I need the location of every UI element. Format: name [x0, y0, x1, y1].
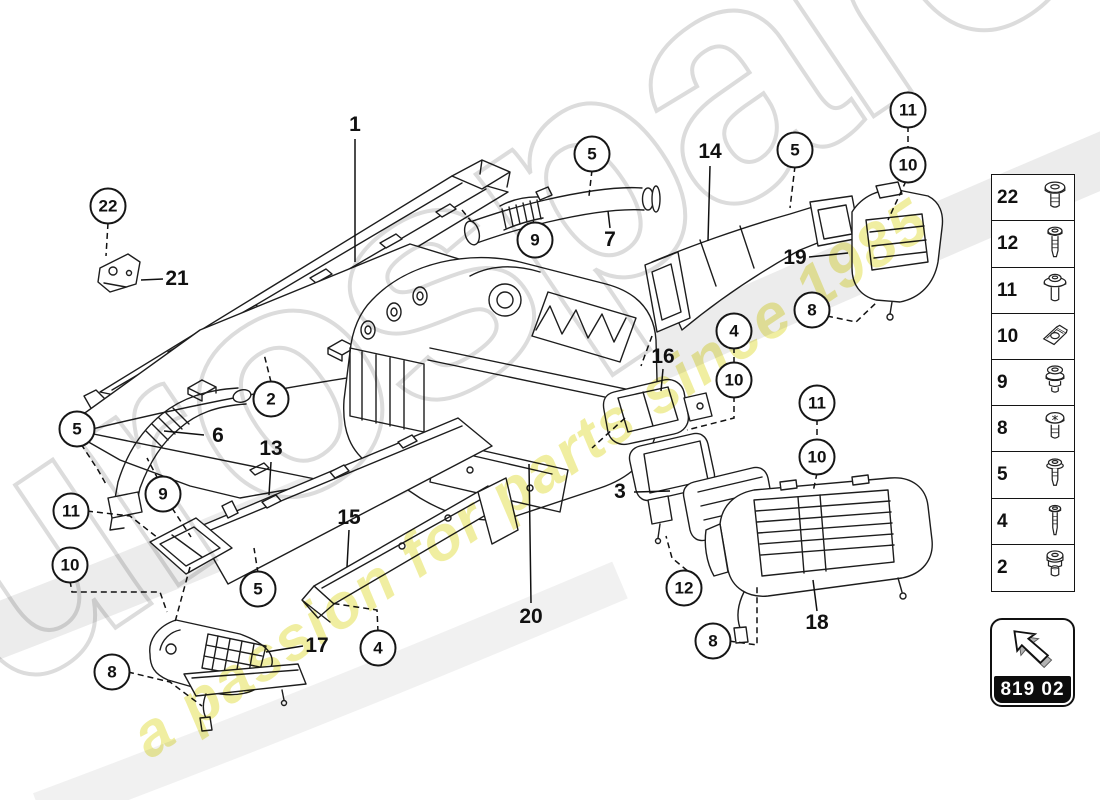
part-label-18: 18 — [805, 611, 829, 634]
legend-row-12: 12 — [991, 220, 1075, 269]
direction-arrow-icon — [992, 622, 1073, 674]
callout-circle-10: 10 — [51, 546, 89, 584]
legend-row-22: 22 — [991, 174, 1075, 223]
legend-part-number: 12 — [997, 233, 1019, 255]
left-corrugated-duct-part-6 — [107, 387, 252, 531]
callout-circle-10: 10 — [798, 438, 836, 476]
callout-circle-9: 9 — [516, 221, 554, 259]
part-label-3: 3 — [614, 480, 626, 503]
lower-left-vent-part-17 — [149, 619, 307, 732]
callout-circle-10: 10 — [889, 146, 927, 184]
flange-screw-icon — [1041, 456, 1069, 494]
callout-circle-22: 22 — [89, 187, 127, 225]
right-vent-housing-part — [851, 181, 944, 321]
clip-nut-icon — [1041, 318, 1069, 356]
side-air-channel-part — [644, 195, 861, 333]
callout-circle-5: 5 — [58, 410, 96, 448]
legend-row-5: 5 — [991, 451, 1075, 500]
callout-circle-8: 8 — [93, 653, 131, 691]
legend-row-10: 10 — [991, 312, 1075, 361]
legend-part-number: 2 — [997, 556, 1008, 578]
part-label-20: 20 — [519, 605, 543, 628]
center-vent-part-16 — [602, 378, 713, 446]
part-label-7: 7 — [604, 228, 616, 251]
part-label-21: 21 — [165, 267, 189, 290]
legend-part-number: 22 — [997, 187, 1019, 209]
washer-screw-icon — [1041, 272, 1069, 310]
defroster-hose-part — [463, 185, 661, 246]
sleeve-screw-icon — [1041, 549, 1069, 587]
callout-circle-11: 11 — [889, 91, 927, 129]
callout-circle-4: 4 — [359, 629, 397, 667]
lower-right-vent-part-18 — [704, 474, 933, 644]
callout-circle-9: 9 — [144, 475, 182, 513]
callout-circle-2: 2 — [252, 380, 290, 418]
callout-circle-12: 12 — [665, 569, 703, 607]
hardware-legend: 22 12 11 10 9 8 5 — [991, 174, 1075, 592]
diagram-code-label: 819 02 — [994, 676, 1071, 703]
callout-circle-11: 11 — [52, 492, 90, 530]
legend-part-number: 11 — [997, 279, 1018, 301]
leader-lines — [69, 126, 909, 707]
part-label-13: 13 — [259, 437, 283, 460]
callout-circle-4: 4 — [715, 312, 753, 350]
part-label-15: 15 — [337, 506, 361, 529]
callout-circle-10: 10 — [715, 361, 753, 399]
part-label-1: 1 — [349, 113, 361, 136]
part-label-19: 19 — [783, 246, 807, 269]
legend-row-11: 11 — [991, 266, 1075, 315]
callout-circle-11: 11 — [798, 384, 836, 422]
lower-left-duct-part-13 — [149, 417, 493, 585]
callout-circle-8: 8 — [694, 622, 732, 660]
legend-part-number: 10 — [997, 325, 1019, 347]
legend-row-2: 2 — [991, 543, 1075, 592]
diagram-code-box: 819 02 — [990, 618, 1075, 707]
legend-row-8: 8 — [991, 405, 1075, 454]
grommet-screw-icon — [1041, 364, 1069, 402]
part-label-6: 6 — [212, 424, 224, 447]
legend-row-4: 4 — [991, 497, 1075, 546]
legend-part-number: 5 — [997, 464, 1008, 486]
callout-circle-5: 5 — [239, 570, 277, 608]
pan-head-screw-icon — [1041, 179, 1069, 217]
callout-circle-5: 5 — [573, 135, 611, 173]
thin-screw-icon — [1041, 503, 1069, 541]
bracket-part-21 — [97, 253, 141, 293]
torx-screw-icon — [1041, 410, 1069, 448]
legend-part-number: 4 — [997, 510, 1008, 532]
legend-part-number: 9 — [997, 372, 1008, 394]
part-label-14: 14 — [698, 140, 722, 163]
legend-part-number: 8 — [997, 418, 1008, 440]
long-screw-icon — [1041, 225, 1069, 263]
callout-circle-8: 8 — [793, 291, 831, 329]
callout-circle-5: 5 — [776, 131, 814, 169]
part-label-17: 17 — [305, 634, 329, 657]
part-label-16: 16 — [651, 345, 675, 368]
floor-duct-bracket-part-15 — [301, 477, 519, 623]
legend-row-9: 9 — [991, 359, 1075, 408]
